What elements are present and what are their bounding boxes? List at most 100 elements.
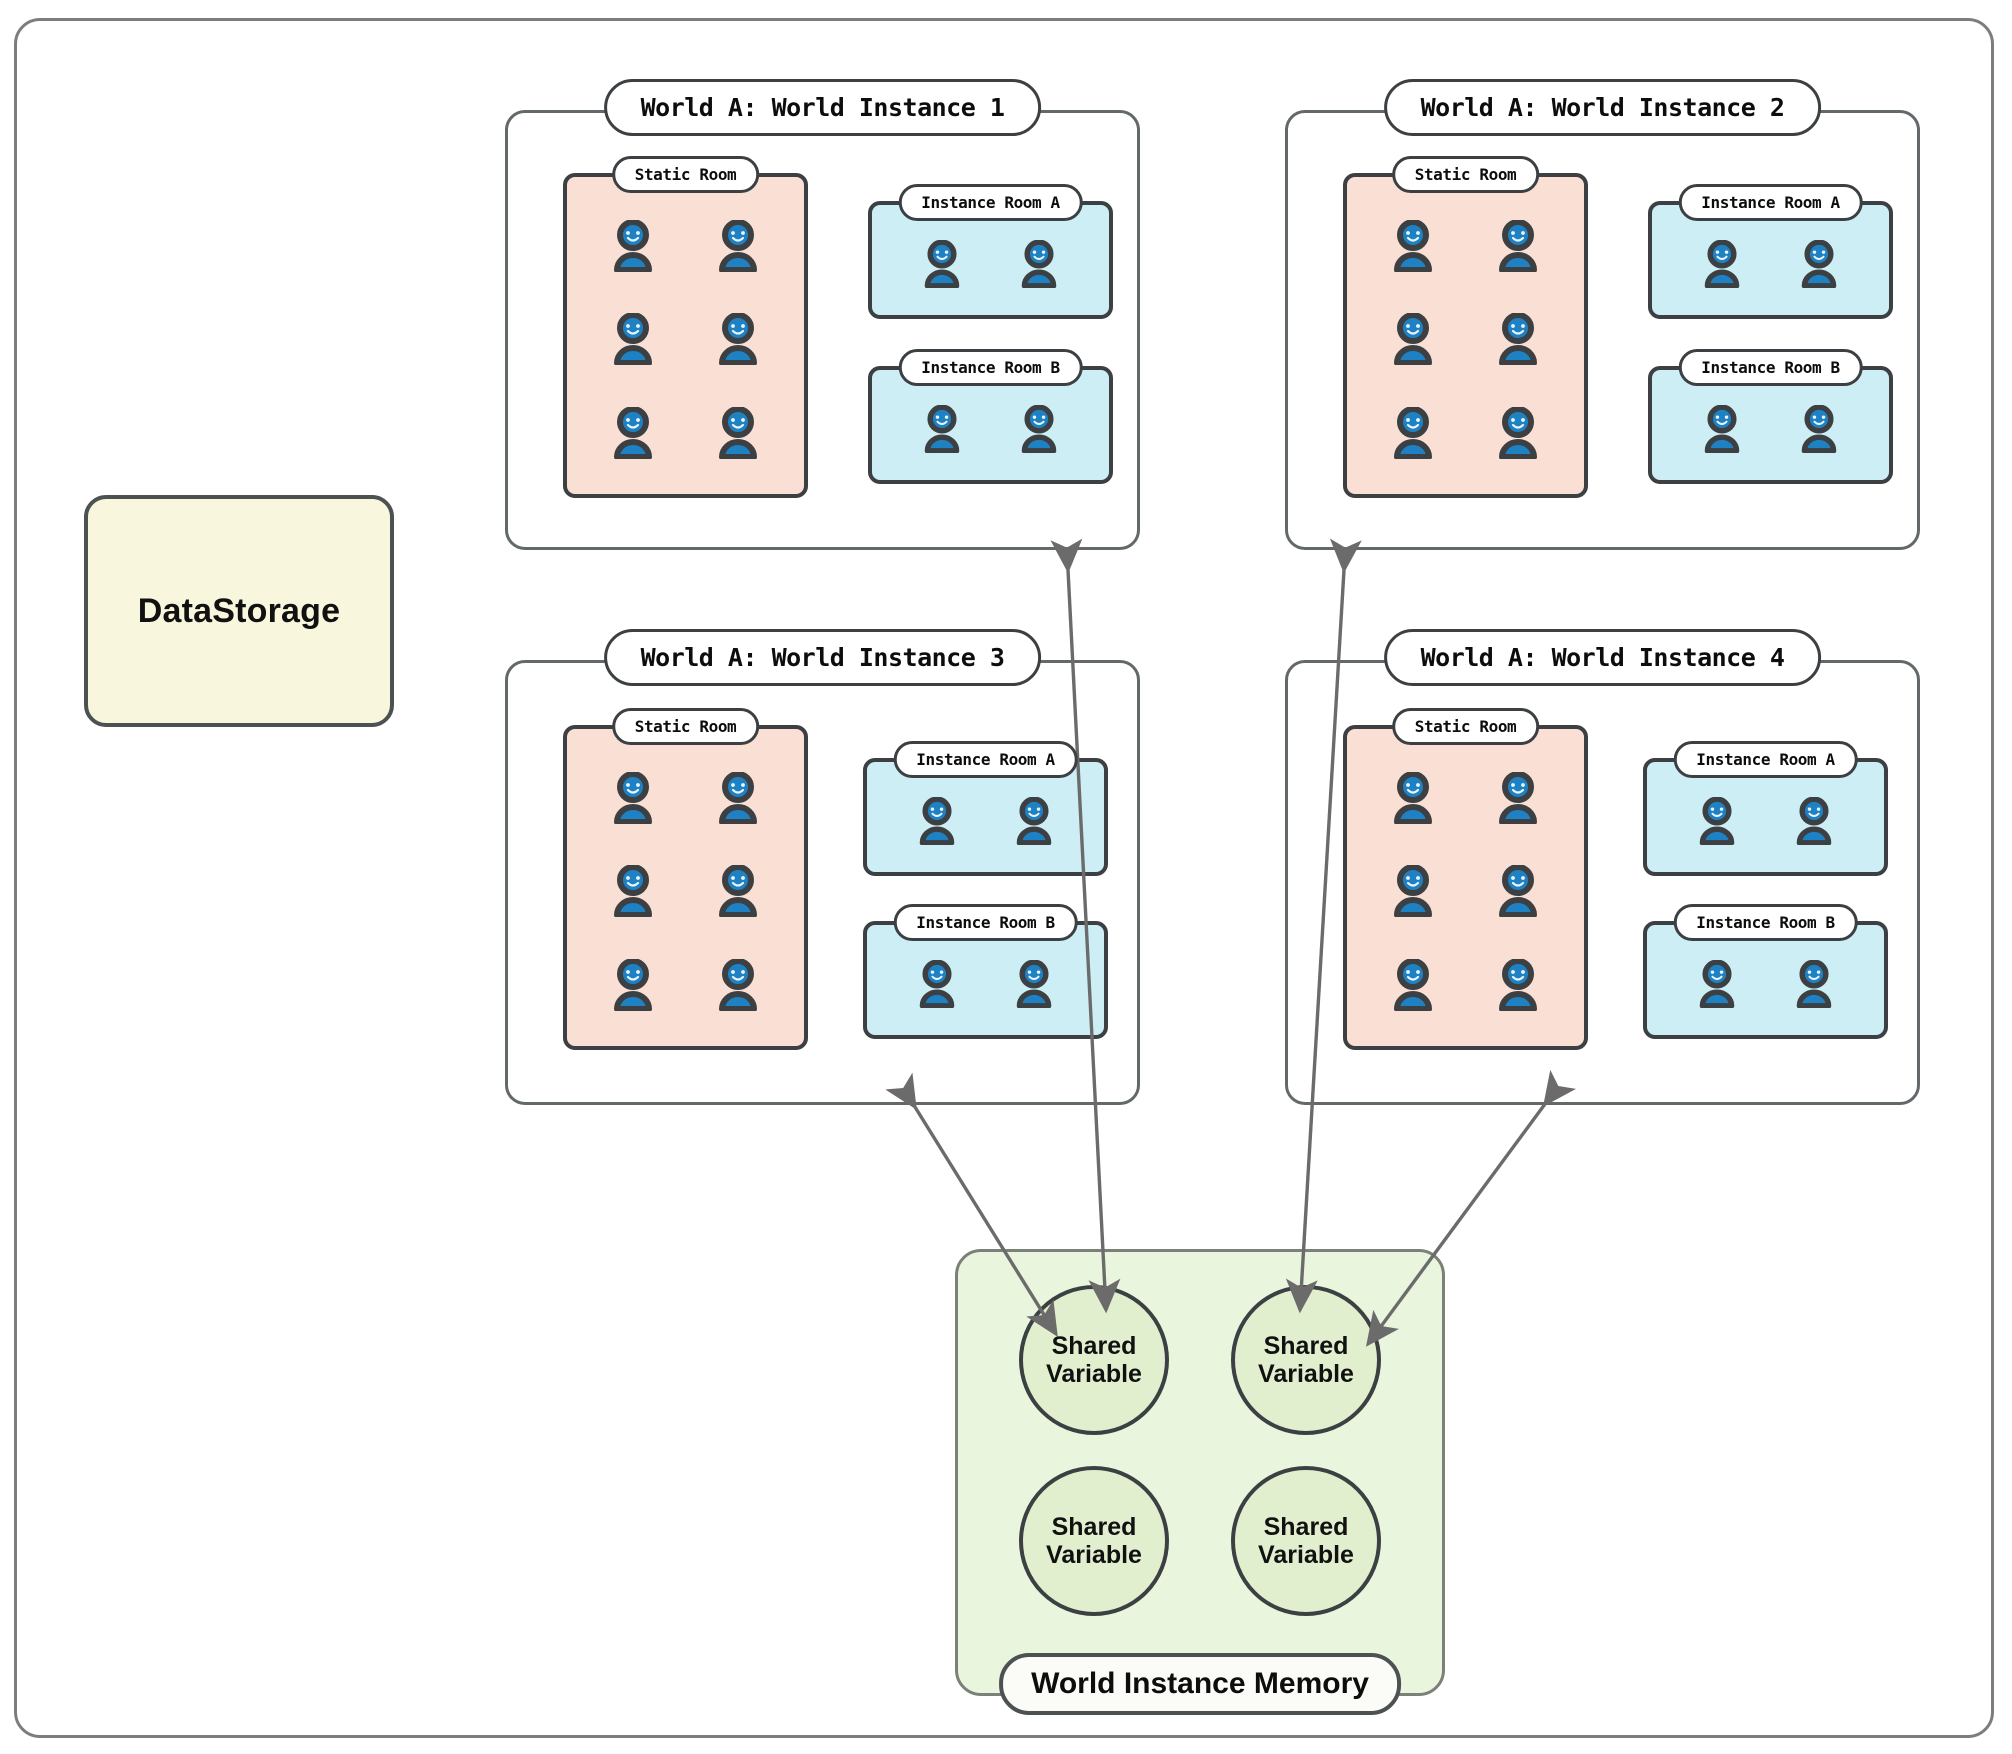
person-icon <box>718 959 757 1012</box>
person-icon <box>1498 959 1537 1012</box>
shared-variables-grid: Shared Variable Shared Variable Shared V… <box>958 1252 1442 1693</box>
world-instance-3[interactable]: World A: World Instance 3 Static Room In… <box>505 629 1140 1105</box>
person-icon <box>1394 865 1433 918</box>
person-icon <box>1498 219 1537 272</box>
person-icon <box>924 240 960 288</box>
instance-room-b-2-people <box>1652 370 1889 480</box>
person-icon <box>1699 960 1735 1008</box>
person-icon <box>1021 240 1057 288</box>
world-instance-memory-box[interactable]: Shared Variable Shared Variable Shared V… <box>955 1249 1445 1715</box>
person-icon <box>1016 960 1052 1008</box>
instance-room-a-1-title: Instance Room A <box>898 184 1083 221</box>
person-icon <box>1498 865 1537 918</box>
person-icon <box>1704 240 1740 288</box>
static-room-1-title: Static Room <box>611 156 760 193</box>
instance-room-b-3-title: Instance Room B <box>893 904 1078 941</box>
person-icon <box>1498 771 1537 824</box>
person-icon <box>1699 797 1735 845</box>
person-icon <box>1796 797 1832 845</box>
world-instance-4-title: World A: World Instance 4 <box>1383 629 1822 686</box>
world-instance-2[interactable]: World A: World Instance 2 Static Room In… <box>1285 79 1920 550</box>
static-room-4[interactable]: Static Room <box>1343 708 1588 1050</box>
person-icon <box>614 219 653 272</box>
instance-room-a-3[interactable]: Instance Room A <box>863 741 1108 876</box>
instance-room-a-2-people <box>1652 205 1889 315</box>
world-instance-2-title: World A: World Instance 2 <box>1383 79 1822 136</box>
world-instance-3-title: World A: World Instance 3 <box>603 629 1042 686</box>
shared-variable-3-line2: Variable <box>1046 1540 1142 1569</box>
shared-variable-2-line2: Variable <box>1258 1360 1354 1389</box>
person-icon <box>718 865 757 918</box>
shared-variable-3-line1: Shared <box>1051 1512 1137 1541</box>
person-icon <box>1498 313 1537 366</box>
person-icon <box>614 313 653 366</box>
instance-room-a-3-people <box>867 762 1104 872</box>
instance-room-a-2[interactable]: Instance Room A <box>1648 184 1893 319</box>
person-icon <box>1016 797 1052 845</box>
static-room-1[interactable]: Static Room <box>563 156 808 498</box>
static-room-1-people <box>567 177 804 494</box>
static-room-2-title: Static Room <box>1391 156 1540 193</box>
shared-variable-4-line1: Shared <box>1263 1512 1349 1541</box>
static-room-2[interactable]: Static Room <box>1343 156 1588 498</box>
static-room-3-people <box>567 729 804 1046</box>
person-icon <box>1021 405 1057 453</box>
static-room-4-people <box>1347 729 1584 1046</box>
shared-variable-1[interactable]: Shared Variable <box>1019 1285 1169 1436</box>
shared-variable-4[interactable]: Shared Variable <box>1231 1465 1381 1616</box>
datastorage-label: DataStorage <box>137 591 341 630</box>
instance-room-b-4-title: Instance Room B <box>1673 904 1858 941</box>
person-icon <box>1394 959 1433 1012</box>
shared-variable-1-line1: Shared <box>1051 1332 1137 1361</box>
instance-room-b-3[interactable]: Instance Room B <box>863 904 1108 1039</box>
world-instance-4[interactable]: World A: World Instance 4 Static Room In… <box>1285 629 1920 1105</box>
shared-variable-3[interactable]: Shared Variable <box>1019 1465 1169 1616</box>
person-icon <box>614 865 653 918</box>
person-icon <box>614 771 653 824</box>
instance-room-b-1[interactable]: Instance Room B <box>868 349 1113 484</box>
person-icon <box>924 405 960 453</box>
person-icon <box>1394 313 1433 366</box>
person-icon <box>718 313 757 366</box>
person-icon <box>919 797 955 845</box>
person-icon <box>1704 405 1740 453</box>
shared-variable-2-line1: Shared <box>1263 1332 1349 1361</box>
instance-room-b-4-people <box>1647 925 1884 1035</box>
instance-room-a-4[interactable]: Instance Room A <box>1643 741 1888 876</box>
instance-room-b-3-people <box>867 925 1104 1035</box>
shared-variable-1-line2: Variable <box>1046 1360 1142 1389</box>
person-icon <box>1801 240 1837 288</box>
instance-room-b-4[interactable]: Instance Room B <box>1643 904 1888 1039</box>
person-icon <box>1498 407 1537 460</box>
person-icon <box>718 771 757 824</box>
person-icon <box>614 959 653 1012</box>
instance-room-b-1-people <box>872 370 1109 480</box>
world-instance-1[interactable]: World A: World Instance 1 Static Room In… <box>505 79 1140 550</box>
instance-room-a-4-title: Instance Room A <box>1673 741 1858 778</box>
person-icon <box>1394 219 1433 272</box>
world-instance-memory-title: World Instance Memory <box>999 1653 1401 1715</box>
datastorage-box[interactable]: DataStorage <box>84 495 394 727</box>
shared-variable-2[interactable]: Shared Variable <box>1231 1285 1381 1436</box>
person-icon <box>1796 960 1832 1008</box>
static-room-3[interactable]: Static Room <box>563 708 808 1050</box>
shared-variable-4-line2: Variable <box>1258 1540 1354 1569</box>
instance-room-a-2-title: Instance Room A <box>1678 184 1863 221</box>
static-room-3-title: Static Room <box>611 708 760 745</box>
static-room-4-title: Static Room <box>1391 708 1540 745</box>
person-icon <box>718 219 757 272</box>
instance-room-a-1[interactable]: Instance Room A <box>868 184 1113 319</box>
person-icon <box>718 407 757 460</box>
instance-room-a-4-people <box>1647 762 1884 872</box>
person-icon <box>919 960 955 1008</box>
instance-room-b-1-title: Instance Room B <box>898 349 1083 386</box>
outer-frame <box>14 18 1994 1738</box>
instance-room-a-3-title: Instance Room A <box>893 741 1078 778</box>
world-instance-1-title: World A: World Instance 1 <box>603 79 1042 136</box>
instance-room-b-2[interactable]: Instance Room B <box>1648 349 1893 484</box>
instance-room-b-2-title: Instance Room B <box>1678 349 1863 386</box>
person-icon <box>614 407 653 460</box>
person-icon <box>1801 405 1837 453</box>
person-icon <box>1394 771 1433 824</box>
